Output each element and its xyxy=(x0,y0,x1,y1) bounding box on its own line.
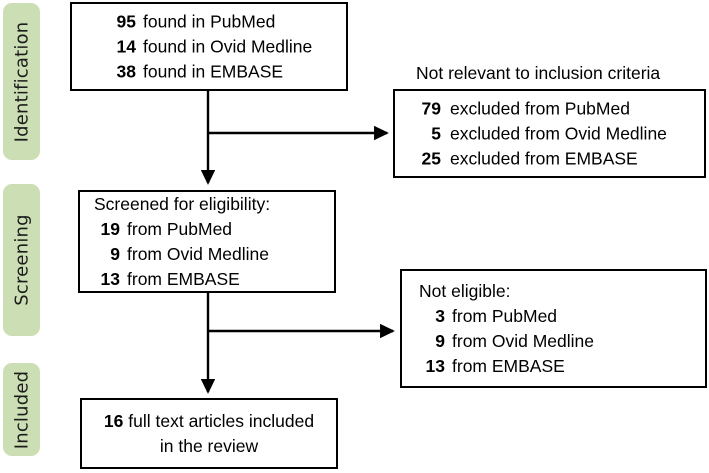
table-row: 9 from Ovid Medline xyxy=(94,242,324,267)
not-eligible-box: Not eligible: 3 from PubMed 9 from Ovid … xyxy=(400,269,707,388)
screened-box-heading: Screened for eligibility: xyxy=(94,193,271,214)
included-line-2: in the review xyxy=(159,435,259,456)
not-eligible-count-pubmed: 3 xyxy=(435,305,445,326)
stage-label-included: Included xyxy=(3,363,40,456)
stage-label-included-text: Included xyxy=(11,370,32,449)
table-row: 3 from PubMed xyxy=(419,304,695,329)
identification-count-ovid: 14 xyxy=(116,36,136,56)
table-row: 14 found in Ovid Medline xyxy=(106,34,336,59)
screened-count-pubmed: 19 xyxy=(100,218,120,239)
identification-count-embase: 38 xyxy=(116,61,136,81)
table-row: 9 from Ovid Medline xyxy=(419,329,695,354)
table-row: 5 excluded from Ovid Medline xyxy=(411,121,694,146)
screened-count-embase: 13 xyxy=(100,268,120,289)
included-box: 16 full text articles included in the re… xyxy=(80,398,338,469)
table-row: 95 found in PubMed xyxy=(106,9,336,34)
not-eligible-count-embase: 13 xyxy=(425,355,445,376)
not-eligible-count-ovid: 9 xyxy=(435,330,445,351)
included-text-1: full text articles included xyxy=(128,410,315,431)
excluded-source-embase: excluded from EMBASE xyxy=(450,148,638,168)
stage-label-identification-text: Identification xyxy=(11,21,32,142)
table-row: 25 excluded from EMBASE xyxy=(411,146,694,171)
identification-source-ovid: found in Ovid Medline xyxy=(143,36,313,56)
not-eligible-source-embase: from EMBASE xyxy=(452,355,565,376)
excluded-box: 79 excluded from PubMed 5 excluded from … xyxy=(393,89,706,178)
stage-label-identification: Identification xyxy=(3,3,40,160)
table-row: 79 excluded from PubMed xyxy=(411,96,694,121)
screened-box: Screened for eligibility: 19 from PubMed… xyxy=(78,190,336,293)
included-count: 16 xyxy=(103,410,124,431)
screened-source-pubmed: from PubMed xyxy=(127,218,233,239)
excluded-source-pubmed: excluded from PubMed xyxy=(450,98,630,118)
table-row: 13 from EMBASE xyxy=(419,354,695,379)
excluded-count-embase: 25 xyxy=(421,148,441,168)
excluded-box-caption: Not relevant to inclusion criteria xyxy=(416,63,661,83)
not-eligible-source-ovid: from Ovid Medline xyxy=(452,330,594,351)
stage-label-screening-text: Screening xyxy=(11,214,32,306)
identification-box: 95 found in PubMed 14 found in Ovid Medl… xyxy=(70,2,348,91)
excluded-count-pubmed: 79 xyxy=(421,98,441,118)
identification-count-pubmed: 95 xyxy=(116,11,136,31)
identification-source-pubmed: found in PubMed xyxy=(143,11,276,31)
identification-source-embase: found in EMBASE xyxy=(143,61,284,81)
not-eligible-box-heading: Not eligible: xyxy=(419,280,511,301)
stage-label-screening: Screening xyxy=(3,184,40,336)
table-row: 13 from EMBASE xyxy=(94,267,324,292)
excluded-source-ovid: excluded from Ovid Medline xyxy=(450,123,667,143)
table-row: 38 found in EMBASE xyxy=(106,59,336,84)
screened-count-ovid: 9 xyxy=(110,243,120,264)
screened-source-ovid: from Ovid Medline xyxy=(127,243,269,264)
included-line-1: 16 full text articles included xyxy=(92,409,326,434)
table-row: 19 from PubMed xyxy=(94,217,324,242)
not-eligible-source-pubmed: from PubMed xyxy=(452,305,558,326)
screened-source-embase: from EMBASE xyxy=(127,268,240,289)
excluded-count-ovid: 5 xyxy=(431,123,441,143)
